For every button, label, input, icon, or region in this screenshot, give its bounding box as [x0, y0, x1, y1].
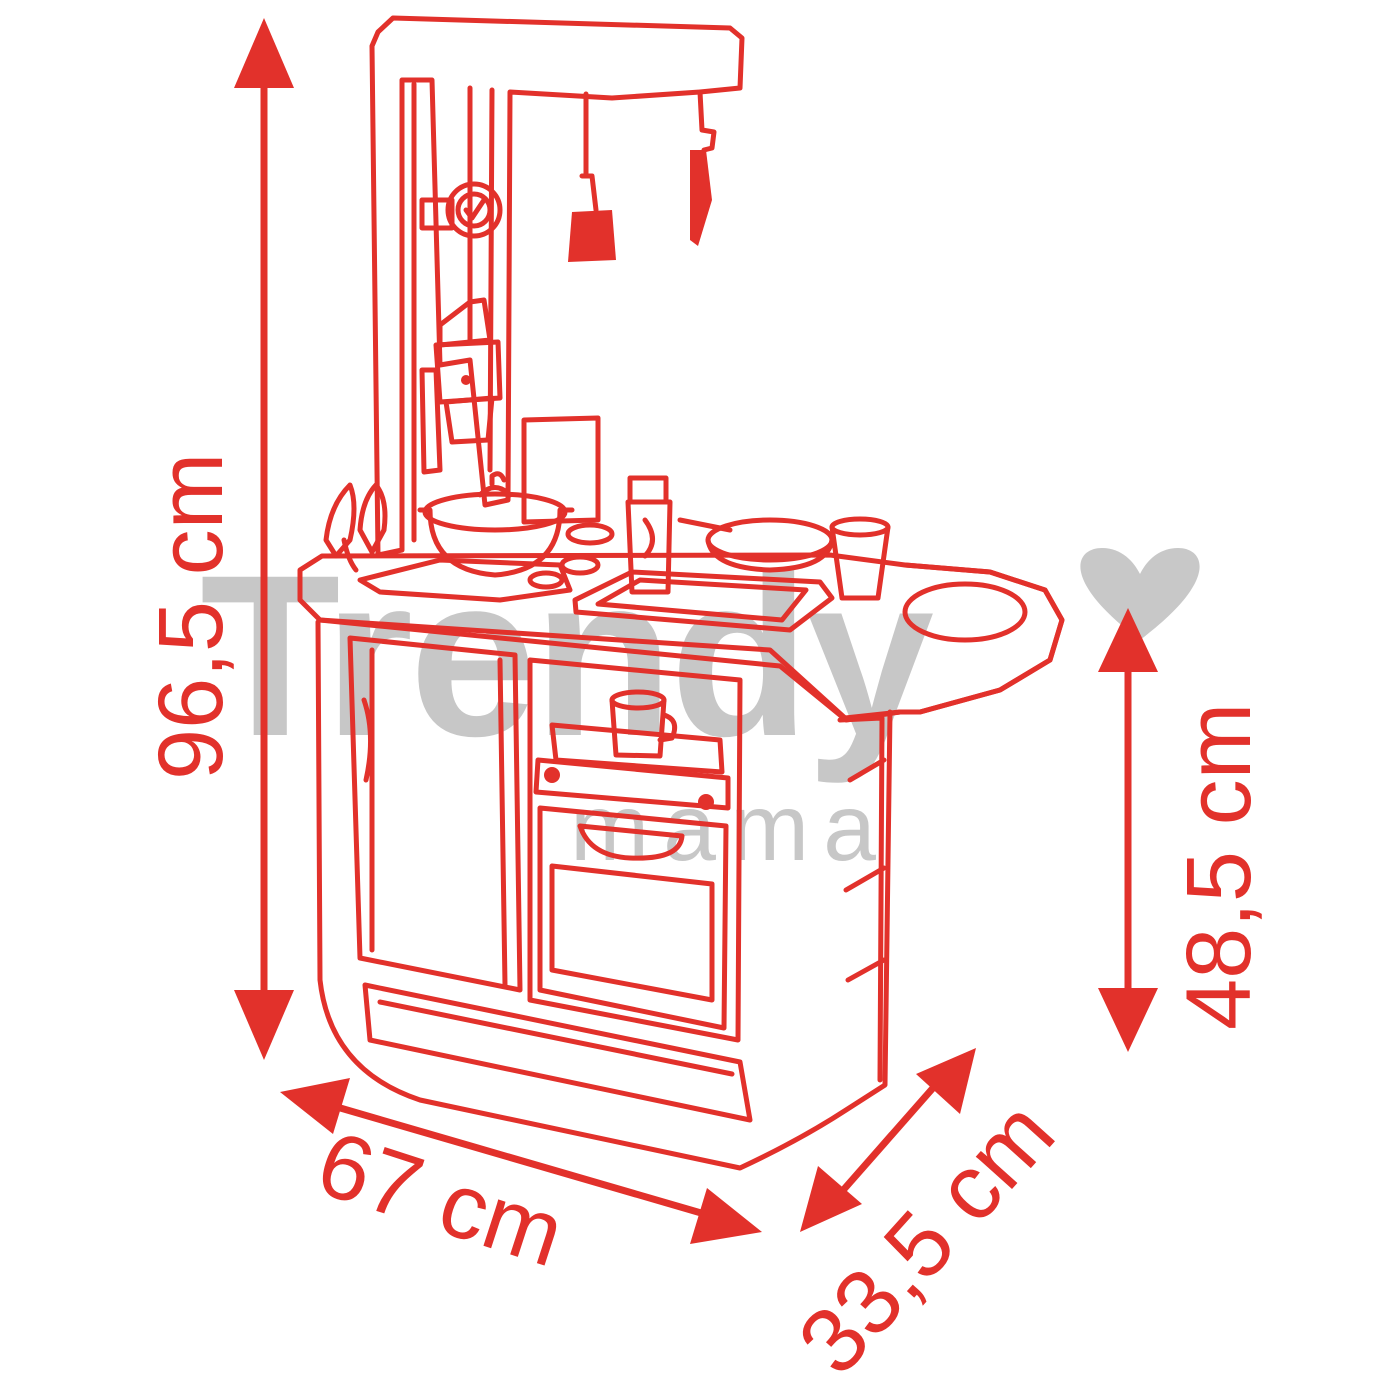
hood-frame — [369, 15, 745, 558]
cup-icon — [609, 689, 678, 759]
pot-icon — [417, 471, 575, 578]
heart-icon — [1080, 548, 1200, 640]
depth-label: 33,5 cm — [779, 1082, 1074, 1393]
side-shelves — [837, 715, 887, 1083]
burner — [527, 570, 565, 590]
bottle-icon — [625, 475, 673, 595]
oven-block — [527, 657, 743, 1043]
clock-icon — [419, 181, 503, 239]
burner — [559, 554, 601, 576]
cabinet-door — [347, 635, 523, 993]
dimension-height-total: 96,5 cm — [140, 18, 294, 1060]
coffee-machine-icon — [419, 297, 503, 475]
height-total-label: 96,5 cm — [140, 453, 242, 780]
stove-top — [357, 557, 573, 603]
oven-controls — [533, 757, 731, 811]
utensils-icon — [323, 482, 388, 573]
oven-knob — [698, 794, 714, 810]
kitchen-illustration — [297, 15, 1065, 1171]
burner — [565, 522, 615, 546]
side-bowl — [902, 581, 1028, 643]
dimension-depth: 33,5 cm — [779, 1048, 1074, 1393]
oven-knob — [544, 767, 560, 783]
spatula-icon — [568, 91, 616, 262]
cabinet-plinth — [362, 982, 753, 1123]
dimension-height-counter: 48,5 cm — [1098, 608, 1270, 1052]
back-panel — [521, 415, 601, 525]
side-table — [902, 562, 1065, 715]
oven-window — [549, 863, 715, 1003]
height-counter-label: 48,5 cm — [1168, 703, 1270, 1030]
oven-door — [537, 805, 729, 1031]
knife-icon — [690, 89, 717, 246]
glass-icon — [829, 516, 891, 601]
cabinet-body — [315, 619, 893, 1171]
